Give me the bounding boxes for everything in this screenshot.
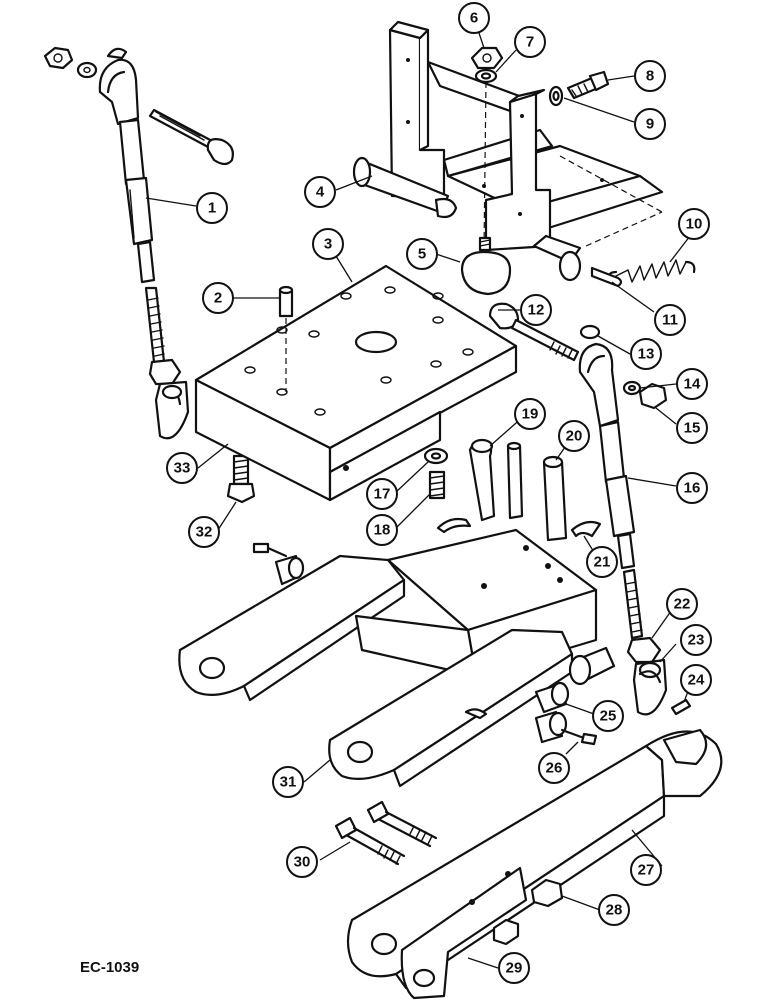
left-turnbuckle-assembly: [43, 46, 256, 504]
callout-27: 27: [630, 854, 662, 886]
callout-12: 12: [520, 294, 552, 326]
svg-text:29: 29: [506, 960, 523, 977]
callout-8: 8: [634, 60, 666, 92]
rubber-plug: [460, 236, 512, 296]
svg-text:16: 16: [684, 480, 701, 497]
svg-text:32: 32: [196, 524, 213, 541]
pin-set: [423, 438, 602, 542]
leader-lines: [145, 29, 691, 969]
svg-text:12: 12: [528, 302, 545, 319]
svg-text:22: 22: [674, 596, 691, 613]
callout-24: 24: [680, 664, 712, 696]
callout-9: 9: [634, 108, 666, 140]
top-bracket-assembly: [352, 20, 696, 288]
callout-31: 31: [272, 766, 304, 798]
callout-3: 3: [312, 228, 344, 260]
svg-text:25: 25: [600, 708, 617, 725]
svg-text:1: 1: [208, 200, 216, 217]
mounting-plate: [194, 264, 518, 502]
svg-text:9: 9: [646, 116, 654, 133]
callout-10: 10: [678, 208, 710, 240]
svg-text:3: 3: [324, 236, 332, 253]
svg-text:13: 13: [638, 346, 655, 363]
svg-text:21: 21: [594, 554, 611, 571]
callout-21: 21: [586, 546, 618, 578]
right-bolt-assembly: [488, 302, 668, 410]
svg-text:4: 4: [316, 184, 325, 201]
svg-text:23: 23: [688, 632, 705, 649]
callout-6: 6: [458, 2, 490, 34]
callout-19: 19: [514, 398, 546, 430]
svg-text:18: 18: [374, 522, 391, 539]
right-turnbuckle-assembly: [578, 342, 692, 716]
callout-17: 17: [366, 478, 398, 510]
svg-text:6: 6: [470, 10, 478, 27]
svg-text:5: 5: [418, 246, 426, 263]
svg-text:33: 33: [174, 460, 191, 477]
svg-text:28: 28: [606, 902, 623, 919]
callout-16: 16: [676, 472, 708, 504]
svg-text:14: 14: [684, 376, 701, 393]
svg-text:27: 27: [638, 862, 655, 879]
callout-14: 14: [676, 368, 708, 400]
callout-1: 1: [196, 192, 228, 224]
svg-text:30: 30: [294, 854, 311, 871]
callout-18: 18: [366, 514, 398, 546]
callout-30: 30: [286, 846, 318, 878]
callout-32: 32: [188, 516, 220, 548]
callout-23: 23: [680, 624, 712, 656]
callout-20: 20: [558, 420, 590, 452]
drawbar-assembly: [334, 728, 723, 1000]
svg-text:7: 7: [526, 34, 534, 51]
callout-7: 7: [514, 26, 546, 58]
svg-text:10: 10: [686, 216, 703, 233]
drawing-code: EC-1039: [80, 959, 139, 976]
callout-33: 33: [166, 452, 198, 484]
callout-15: 15: [676, 412, 708, 444]
callout-22: 22: [666, 588, 698, 620]
svg-text:17: 17: [374, 486, 391, 503]
callout-13: 13: [630, 338, 662, 370]
callout-28: 28: [598, 894, 630, 926]
callout-11: 11: [654, 304, 686, 336]
svg-text:8: 8: [646, 68, 654, 85]
svg-text:2: 2: [214, 290, 222, 307]
callout-26: 26: [538, 752, 570, 784]
lower-frame: [178, 528, 616, 788]
callout-29: 29: [498, 952, 530, 984]
svg-text:31: 31: [280, 774, 297, 791]
svg-text:20: 20: [566, 428, 583, 445]
svg-text:15: 15: [684, 420, 701, 437]
svg-text:19: 19: [522, 406, 539, 423]
callout-2: 2: [202, 282, 234, 314]
svg-text:26: 26: [546, 760, 563, 777]
callout-5: 5: [406, 238, 438, 270]
svg-text:11: 11: [662, 312, 678, 329]
svg-text:24: 24: [688, 672, 705, 689]
callout-4: 4: [304, 176, 336, 208]
callout-25: 25: [592, 700, 624, 732]
